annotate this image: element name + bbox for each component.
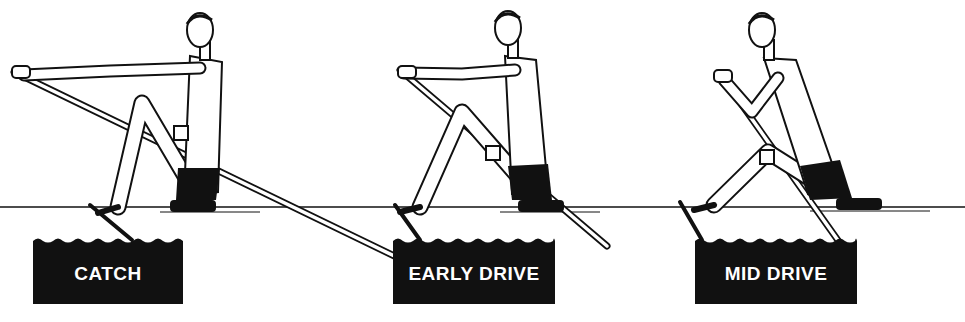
arm xyxy=(724,78,778,112)
arm xyxy=(404,70,515,74)
stage-label: EARLY DRIVE xyxy=(408,255,539,285)
hair xyxy=(187,16,212,24)
oarlock xyxy=(174,126,188,140)
hand xyxy=(398,66,416,78)
shorts xyxy=(508,164,552,200)
rower-early-drive xyxy=(395,11,607,246)
hand xyxy=(714,70,732,82)
hair xyxy=(749,16,774,24)
seat xyxy=(170,200,216,212)
foot xyxy=(98,207,118,213)
label-plate: MID DRIVE xyxy=(695,236,857,304)
slide-rail xyxy=(810,211,930,212)
label-plate: EARLY DRIVE xyxy=(393,236,555,304)
stage-label: CATCH xyxy=(74,255,142,285)
rower-catch xyxy=(12,13,415,266)
shorts xyxy=(176,168,220,200)
wavy-plate xyxy=(695,239,857,305)
foot xyxy=(400,207,420,212)
oarlock xyxy=(760,150,774,164)
oar-shaft xyxy=(400,70,607,246)
oarlock xyxy=(486,146,500,160)
wavy-plate xyxy=(33,239,183,305)
wavy-plate xyxy=(393,239,555,305)
shorts xyxy=(800,160,852,200)
head xyxy=(749,13,775,47)
foot xyxy=(694,205,714,210)
stage-label: MID DRIVE xyxy=(725,255,828,285)
seat xyxy=(836,198,882,210)
rower-mid-drive xyxy=(680,13,882,246)
arm xyxy=(24,68,200,75)
arm xyxy=(724,78,778,112)
label-plate: CATCH xyxy=(33,236,183,304)
hand xyxy=(12,66,30,78)
oar-shaft xyxy=(400,70,607,246)
seat xyxy=(518,200,564,212)
arm xyxy=(404,70,515,74)
arm xyxy=(24,68,200,75)
hair xyxy=(495,14,520,22)
water-line xyxy=(0,206,965,208)
foot-stretcher xyxy=(395,205,420,240)
head xyxy=(187,13,213,47)
head xyxy=(495,11,521,45)
